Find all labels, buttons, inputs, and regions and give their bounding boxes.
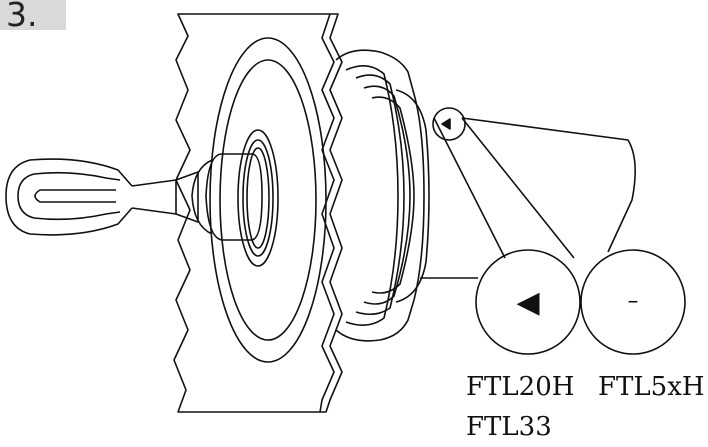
wall-cut-edge xyxy=(320,13,343,413)
marking-symbol-ftl20h: ◀ xyxy=(516,285,539,320)
thread-5 xyxy=(395,89,430,303)
sensor-nut xyxy=(205,153,263,241)
flange-disc-inner xyxy=(219,59,317,341)
thread-4 xyxy=(371,96,415,294)
model-label-ftl5xh: FTL5xH xyxy=(598,372,705,402)
thread-3 xyxy=(363,85,411,305)
fork-stem xyxy=(131,171,199,223)
model-label-ftl20h: FTL20H xyxy=(466,372,575,402)
detail-circle-ftl20h xyxy=(475,249,581,355)
marking-arrow-small xyxy=(441,118,451,130)
leader-line-mid xyxy=(461,117,575,259)
detail-circle-ftl5xh xyxy=(580,249,686,355)
tuning-fork-slot xyxy=(34,189,116,203)
tuning-fork xyxy=(5,158,133,236)
marking-callout-circle xyxy=(432,107,466,141)
step-number: 3. xyxy=(0,0,66,30)
model-label-ftl33: FTL33 xyxy=(466,412,552,442)
hub-ring-1 xyxy=(237,129,279,267)
thread-1 xyxy=(345,65,399,326)
tuning-fork-inner xyxy=(17,171,121,221)
leader-line-right xyxy=(461,117,636,253)
thread-2 xyxy=(355,74,405,316)
thread-housing xyxy=(335,49,425,342)
flange-disc-outer xyxy=(209,37,327,363)
marking-symbol-ftl5xh: – xyxy=(628,289,639,314)
sensor-neck xyxy=(191,159,213,235)
hub-ring-3 xyxy=(246,147,270,249)
hub-ring-2 xyxy=(242,139,274,257)
leader-line-left xyxy=(433,117,506,259)
